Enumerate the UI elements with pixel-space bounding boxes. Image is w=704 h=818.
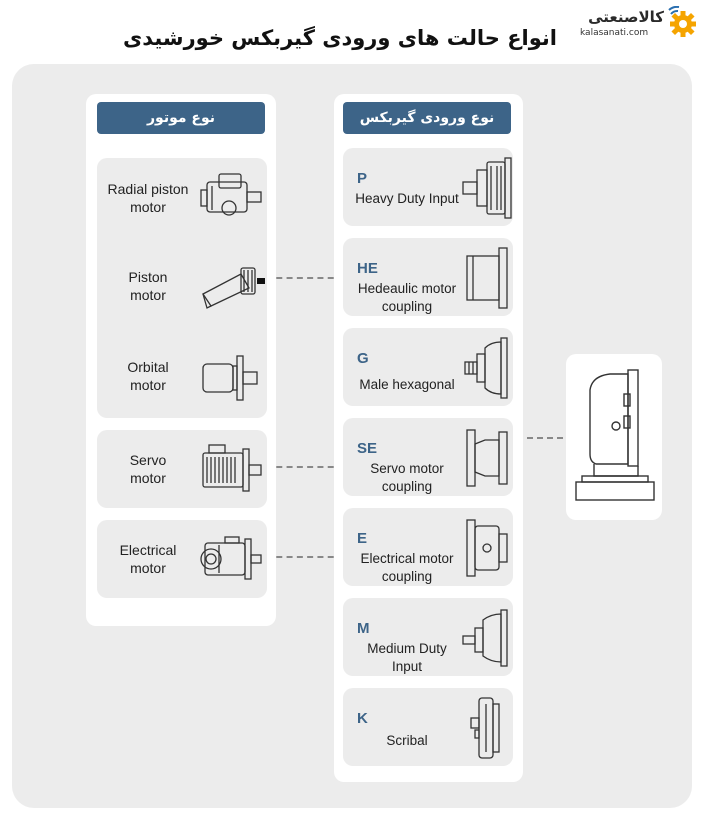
servo-coupling-icon (466, 429, 508, 487)
input-card-e: E Electrical motor coupling (343, 508, 513, 586)
input-code: K (357, 710, 368, 727)
logo-domain: kalasanati.com (580, 28, 649, 38)
piston-motor-icon (202, 267, 265, 309)
input-card-se: SE Servo motor coupling (343, 418, 513, 496)
input-label: Scribal (386, 733, 428, 748)
medium-duty-input-icon (462, 609, 508, 667)
orbital-motor-icon (202, 355, 258, 401)
input-card-m: M Medium Duty Input (343, 598, 513, 676)
logo-name: کالاصنعتی (588, 8, 664, 26)
motor-label: Radial piston motor (107, 181, 189, 215)
electrical-coupling-icon (466, 519, 508, 577)
planetary-gearbox-card (566, 354, 662, 520)
input-card-p: P Heavy Duty Input (343, 148, 513, 226)
input-label: Male hexagonal (359, 377, 455, 392)
input-card-he: HE Hedeaulic motor coupling (343, 238, 513, 316)
motor-label: Piston motor (128, 269, 168, 303)
hydraulic-coupling-icon (466, 247, 508, 309)
motor-label: Orbital motor (127, 359, 169, 393)
input-code: HE (357, 260, 378, 277)
input-label: Heavy Duty Input (355, 191, 459, 206)
input-code: E (357, 530, 368, 547)
page-title: انواع حالت های ورودی گیربکس خورشیدی (122, 26, 558, 50)
input-code: P (357, 170, 368, 187)
input-code: SE (357, 440, 378, 457)
input-label: Medium Duty Input (367, 641, 447, 674)
servo-motor-icon (202, 444, 262, 492)
radial-piston-motor-icon (200, 173, 262, 216)
electrical-motor-icon (200, 536, 262, 580)
motor-type-column: نوع موتور Radial piston motor Piston mot… (86, 94, 276, 626)
servo-motor-card: Servo motor (97, 430, 267, 508)
motor-label: Electrical motor (119, 542, 177, 576)
input-label: Servo motor coupling (370, 461, 444, 494)
connector-servo-servocoupling (266, 466, 344, 468)
connector-input-gearbox (527, 437, 563, 439)
electrical-motor-card: Electrical motor (97, 520, 267, 598)
male-hexagonal-icon (464, 337, 508, 399)
motor-label: Servo motor (129, 452, 167, 486)
hydraulic-motors-card: Radial piston motor Piston motor (97, 158, 267, 418)
heavy-duty-input-icon (462, 157, 512, 219)
gear-icon (668, 6, 696, 37)
gearbox-input-column: نوع ورودی گیربکس P Heavy Duty Input HE H… (334, 94, 523, 782)
scribal-icon (470, 697, 500, 759)
input-label: Hedeaulic motor coupling (357, 281, 457, 314)
connector-piston-hydraulic (266, 277, 344, 279)
gearbox-input-header: نوع ورودی گیربکس (343, 102, 511, 134)
input-card-k: K Scribal (343, 688, 513, 766)
planetary-gearbox-icon (575, 369, 655, 501)
input-card-g: G Male hexagonal (343, 328, 513, 406)
motor-type-header: نوع موتور (97, 102, 265, 134)
connector-electrical-electricalcoupling (266, 556, 344, 558)
input-code: G (357, 350, 369, 367)
input-label: Electrical motor coupling (360, 551, 454, 584)
input-code: M (357, 620, 370, 637)
brand-logo[interactable]: کالاصنعتی kalasanati.com (576, 6, 700, 46)
